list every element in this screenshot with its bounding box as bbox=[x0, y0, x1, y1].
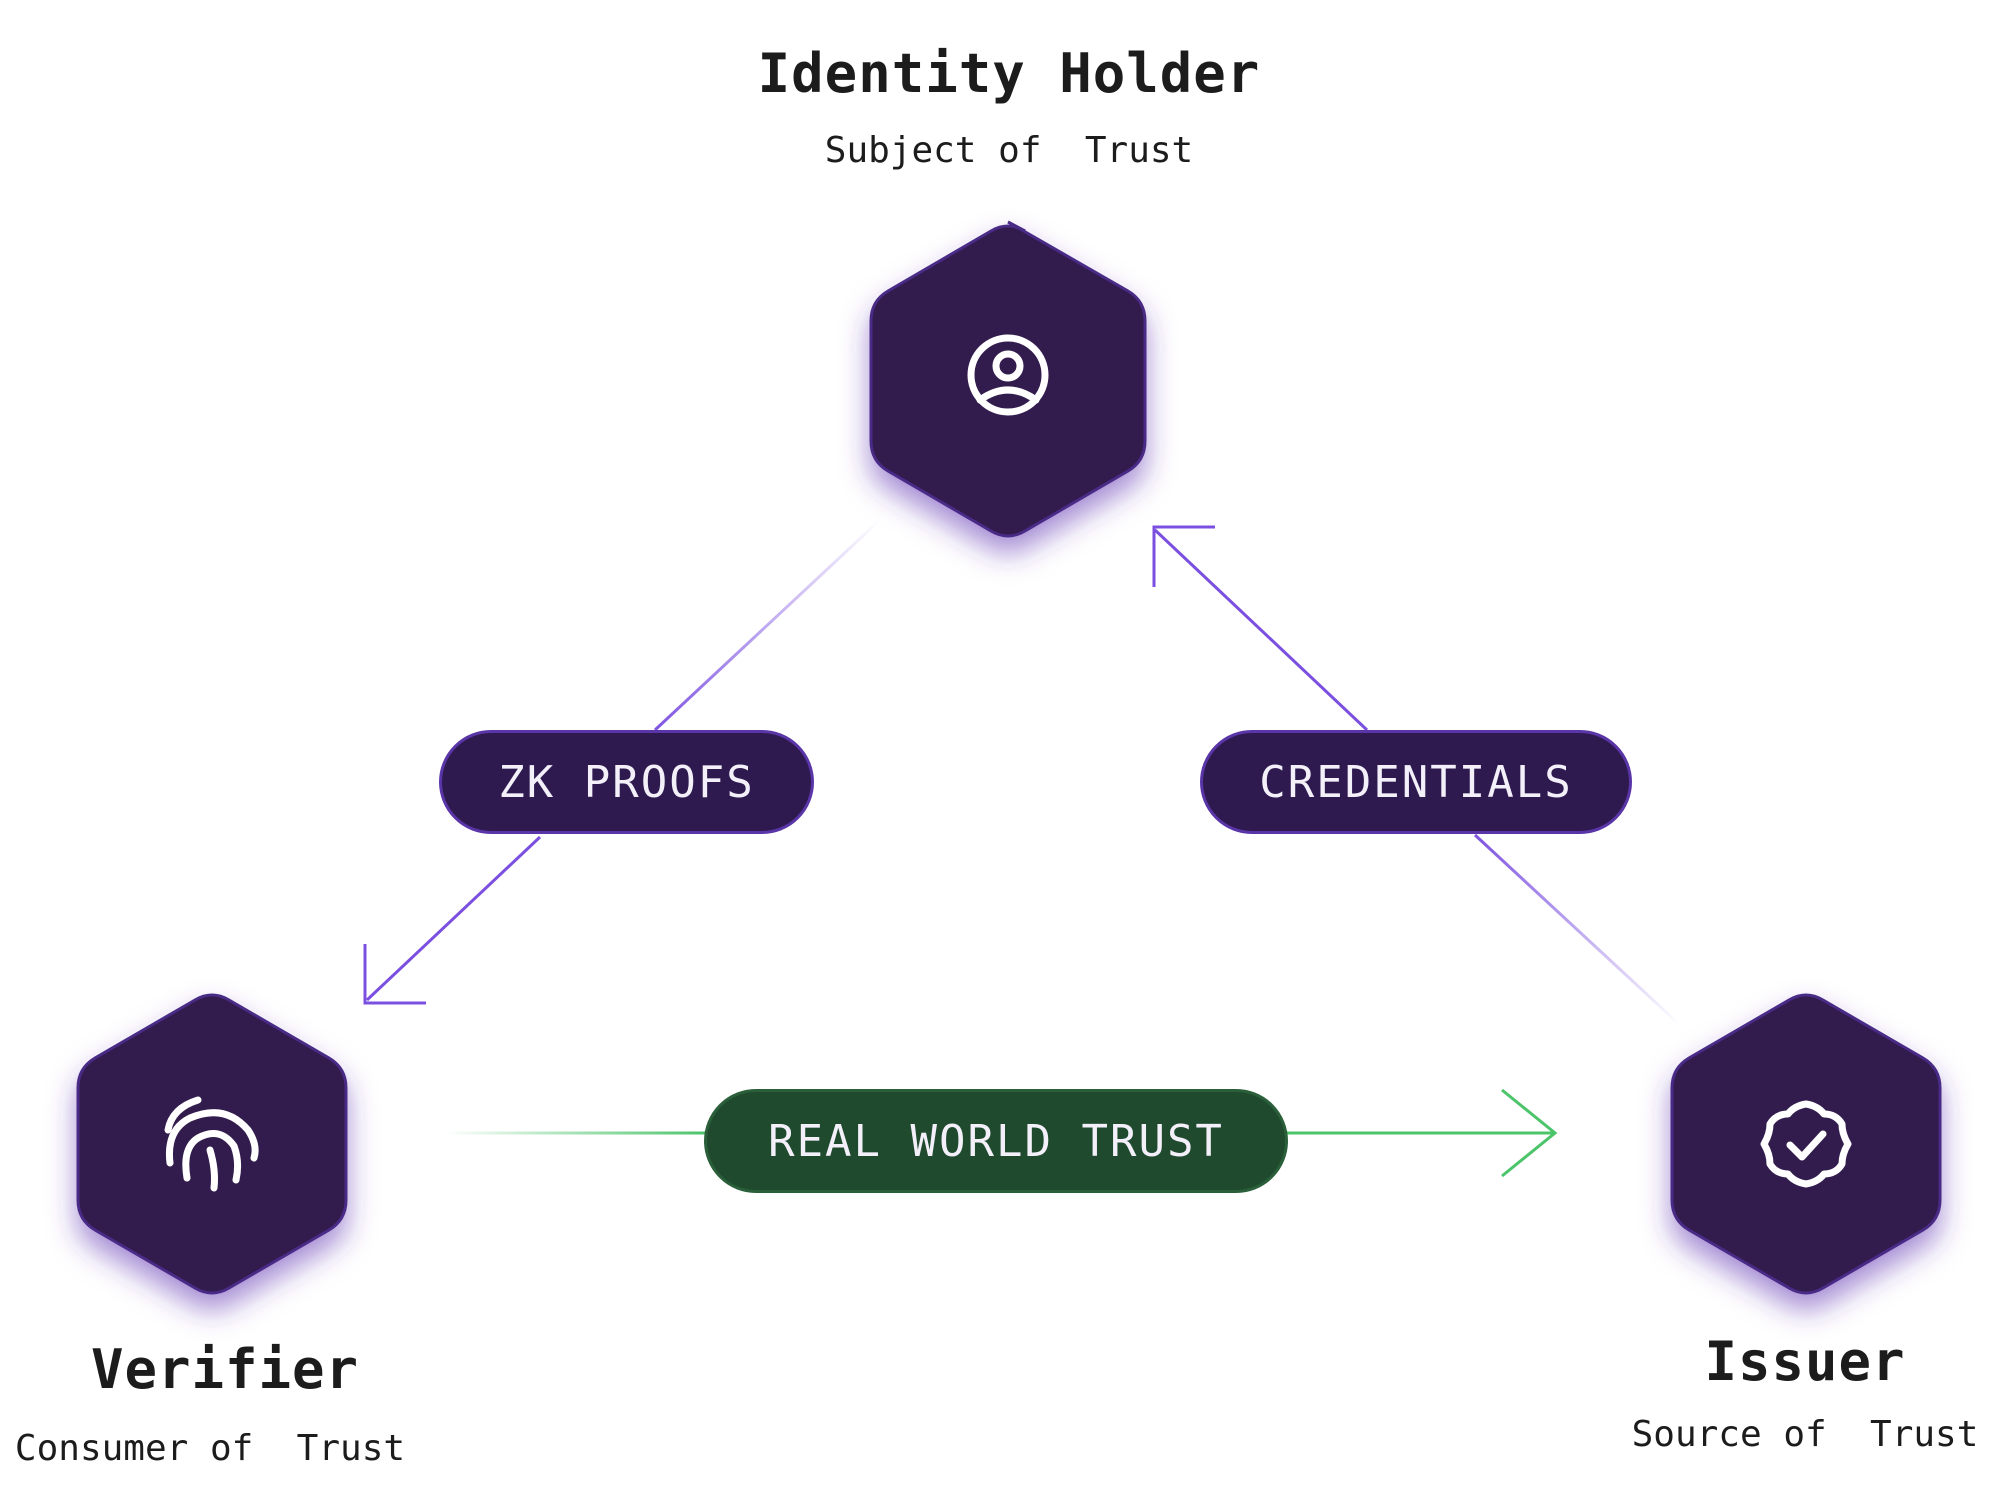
issuer-subtitle: Source of Trust bbox=[1631, 1414, 1979, 1455]
zk-proofs-line-upper bbox=[653, 518, 882, 732]
issuer-title: Issuer bbox=[1704, 1330, 1906, 1393]
identity-holder-title: Identity Holder bbox=[757, 42, 1261, 105]
issuer-hexagon bbox=[1670, 993, 1942, 1295]
real-world-trust-arrowhead bbox=[1501, 1088, 1558, 1178]
verifier-title: Verifier bbox=[90, 1338, 360, 1401]
zk-proofs-arrowhead bbox=[363, 944, 426, 1005]
identity-holder-subtitle: Subject of Trust bbox=[824, 130, 1194, 171]
real-world-trust-label: REAL WORLD TRUST bbox=[768, 1115, 1224, 1167]
credentials-label: CREDENTIALS bbox=[1259, 756, 1573, 808]
zk-proofs-line-lower bbox=[365, 835, 542, 1002]
verifier-hexagon bbox=[76, 993, 348, 1295]
badge-check-icon bbox=[1760, 1100, 1852, 1188]
user-circle-icon bbox=[967, 334, 1049, 416]
zk-proofs-pill: ZK PROOFS bbox=[439, 730, 814, 834]
verifier-subtitle: Consumer of Trust bbox=[14, 1428, 406, 1469]
fingerprint-icon bbox=[164, 1096, 259, 1192]
zk-proofs-label: ZK PROOFS bbox=[498, 756, 755, 808]
credentials-line-upper bbox=[1153, 528, 1369, 732]
credentials-line-lower bbox=[1473, 833, 1682, 1027]
credentials-pill: CREDENTIALS bbox=[1200, 730, 1632, 834]
real-world-trust-pill: REAL WORLD TRUST bbox=[704, 1089, 1288, 1193]
credentials-arrowhead bbox=[1152, 525, 1215, 587]
